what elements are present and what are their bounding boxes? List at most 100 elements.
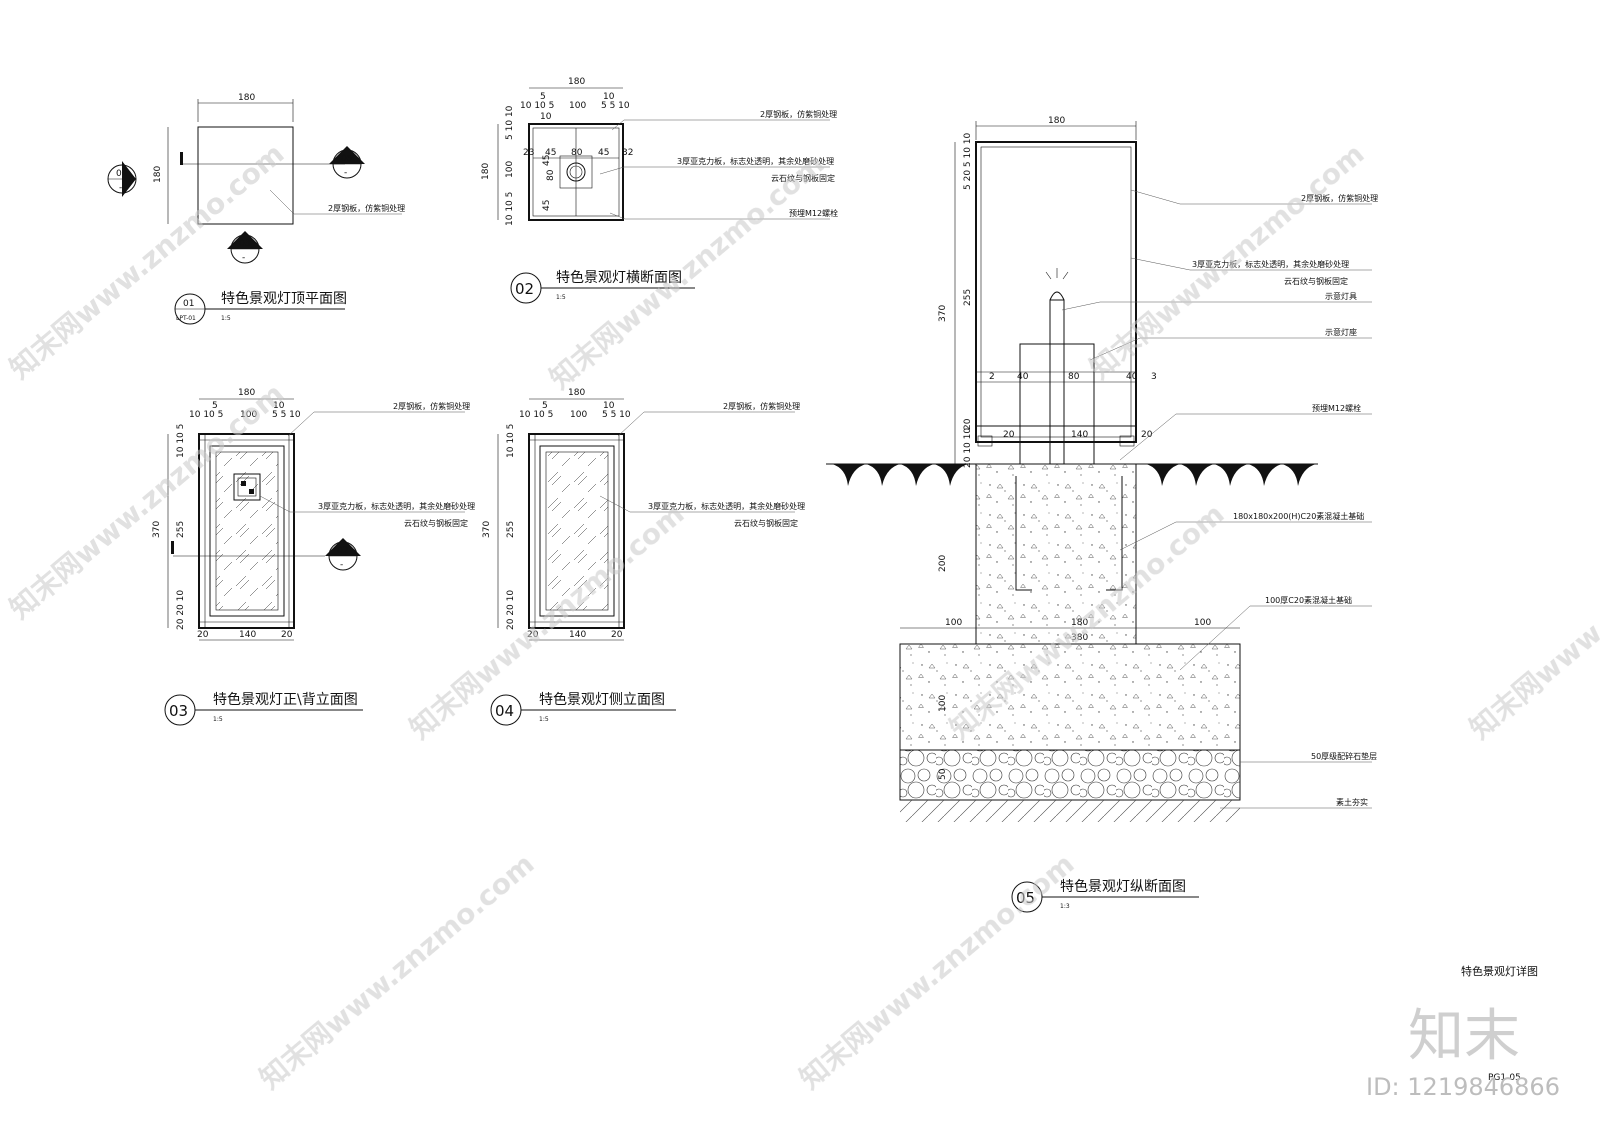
note-gravel: 50厚级配碎石垫层 (1311, 751, 1377, 761)
svg-text:20: 20 (527, 630, 539, 640)
svg-text:255: 255 (506, 521, 516, 538)
svg-text:知末网www.znzmo.com: 知末网www.znzmo.com (3, 137, 290, 385)
svg-text:5: 5 (212, 401, 218, 411)
svg-text:10 10 5: 10 10 5 (505, 192, 515, 226)
svg-text:370: 370 (152, 521, 162, 538)
svg-text:45: 45 (545, 148, 556, 158)
view-title-03: 特色景观灯正\背立面图 (213, 691, 358, 708)
svg-text:80: 80 (571, 148, 583, 158)
svg-text:1:5: 1:5 (221, 315, 231, 322)
view-03-front-elevation: 180 10 10 5 100 5 5 10 5 10 370 255 10 1… (152, 388, 475, 726)
logo-emblem (233, 473, 261, 501)
svg-text:2: 2 (989, 372, 995, 382)
svg-text:05: 05 (341, 154, 352, 164)
svg-text:云石纹与钢板固定: 云石纹与钢板固定 (734, 518, 798, 528)
svg-text:100: 100 (240, 410, 257, 420)
svg-text:20: 20 (963, 418, 973, 430)
svg-text:3厚亚克力板，标志处透明，其余处磨砂处理: 3厚亚克力板，标志处透明，其余处磨砂处理 (1192, 259, 1349, 269)
svg-text:5: 5 (542, 401, 548, 411)
view-tag-01: 01 LPT-01 特色景观灯顶平面图 1:5 (174, 290, 347, 325)
svg-text:知末网www.znzmo.com: 知末网www.znzmo.com (253, 847, 540, 1095)
ground-hatch (832, 464, 1316, 486)
svg-text:20 20 10: 20 20 10 (176, 590, 186, 630)
view-05-longitudinal-section: 180 370 255 5 20 5 10 10 20 10 10 20 20 0… (826, 116, 1378, 913)
svg-text:10 10 5: 10 10 5 (189, 410, 223, 420)
dim-180-top: 180 (238, 93, 255, 103)
concrete-footing (975, 463, 1137, 645)
svg-text:10 10 5: 10 10 5 (520, 101, 554, 111)
dim-180-side-elev: 180 (568, 388, 585, 398)
svg-text:5 10 10: 5 10 10 (505, 105, 515, 140)
svg-text:10: 10 (603, 401, 615, 411)
svg-text:5 5 10: 5 5 10 (601, 101, 630, 111)
note-bolt-05: 预埋M12螺栓 (1312, 403, 1361, 413)
svg-text:03: 03 (239, 239, 250, 249)
note-bolt-02: 预埋M12螺栓 (789, 208, 838, 218)
svg-text:255: 255 (963, 289, 973, 306)
note-steel-02: 2厚钢板，仿紫铜处理 (760, 109, 837, 119)
dim-180-front: 180 (238, 388, 255, 398)
svg-text:40: 40 (1017, 372, 1029, 382)
svg-text:45: 45 (598, 148, 609, 158)
svg-text:20: 20 (1141, 430, 1153, 440)
svg-text:370: 370 (482, 521, 492, 538)
svg-text:5 5 10: 5 5 10 (272, 410, 301, 420)
svg-text:知末网www.znzmo.com: 知末网www.znzmo.com (1463, 497, 1600, 745)
view-title-04: 特色景观灯侧立面图 (539, 691, 665, 708)
compacted-soil (900, 800, 1240, 822)
svg-text:3厚亚克力板，标志处透明，其余处磨砂处理: 3厚亚克力板，标志处透明，其余处磨砂处理 (677, 156, 834, 166)
note-steel-05: 2厚钢板，仿紫铜处理 (1301, 193, 1378, 203)
svg-text:03: 03 (169, 702, 188, 720)
svg-text:5 5 10: 5 5 10 (602, 410, 631, 420)
svg-text:10 10 5: 10 10 5 (519, 410, 553, 420)
note-slab: 100厚C20素混凝土基础 (1265, 595, 1352, 605)
svg-text:23: 23 (523, 148, 534, 158)
svg-text:10: 10 (540, 112, 552, 122)
svg-text:云石纹与钢板固定: 云石纹与钢板固定 (771, 173, 835, 183)
svg-text:云石纹与钢板固定: 云石纹与钢板固定 (404, 518, 468, 528)
svg-text:知末网www.znzmo.com: 知末网www.znzmo.com (793, 847, 1080, 1095)
svg-text:370: 370 (938, 305, 948, 322)
svg-text:10: 10 (603, 92, 615, 102)
svg-text:255: 255 (176, 521, 186, 538)
svg-text:02: 02 (515, 280, 534, 298)
svg-text:3厚亚克力板，标志处透明，其余处磨砂处理: 3厚亚克力板，标志处透明，其余处磨砂处理 (318, 501, 475, 511)
note-lamp-base: 示意灯座 (1325, 327, 1357, 337)
svg-text:100: 100 (945, 618, 962, 628)
watermark-logo: 知末 (1408, 1004, 1520, 1069)
svg-text:45: 45 (542, 200, 552, 211)
note-footing: 180x180x200(H)C20素混凝土基础 (1233, 511, 1364, 521)
view-tag-05: 05 特色景观灯纵断面图 1:3 (1011, 878, 1199, 913)
dim-180-side: 180 (153, 166, 163, 183)
svg-text:-: - (242, 253, 245, 263)
lamp-top-outline (197, 126, 294, 225)
svg-text:100: 100 (505, 161, 515, 178)
svg-text:1:5: 1:5 (539, 716, 549, 723)
svg-text:180: 180 (1071, 618, 1088, 628)
watermark-id: ID: 1219846866 (1366, 1073, 1560, 1101)
svg-text:01: 01 (183, 299, 194, 309)
note-steel-01: 2厚钢板，仿紫铜处理 (328, 203, 405, 213)
side-elevation-frame (528, 433, 625, 629)
view-title-05: 特色景观灯纵断面图 (1060, 878, 1186, 895)
note-lamp: 示意灯具 (1325, 291, 1357, 301)
svg-text:3: 3 (1151, 372, 1157, 382)
view-02-cross-section: 180 10 10 5 100 5 5 10 5 10 10 45 80 45 … (481, 77, 838, 304)
svg-text:-: - (119, 183, 122, 193)
svg-text:5: 5 (540, 92, 546, 102)
svg-text:140: 140 (569, 630, 586, 640)
svg-text:80: 80 (546, 169, 556, 181)
view-tag-03: 03 特色景观灯正\背立面图 1:5 (164, 691, 363, 726)
svg-text:180: 180 (481, 163, 491, 180)
svg-text:10: 10 (273, 401, 285, 411)
svg-text:1:3: 1:3 (1060, 903, 1070, 910)
svg-text:100: 100 (570, 410, 587, 420)
svg-text:5 20 5 10 10: 5 20 5 10 10 (963, 132, 973, 190)
svg-text:02: 02 (337, 546, 348, 556)
svg-text:20 10 10: 20 10 10 (963, 428, 973, 468)
svg-text:10 10 5: 10 10 5 (176, 424, 186, 458)
section-marker-05: 05 - (329, 146, 365, 179)
note-steel-03: 2厚钢板，仿紫铜处理 (393, 401, 470, 411)
svg-text:100: 100 (938, 695, 948, 712)
